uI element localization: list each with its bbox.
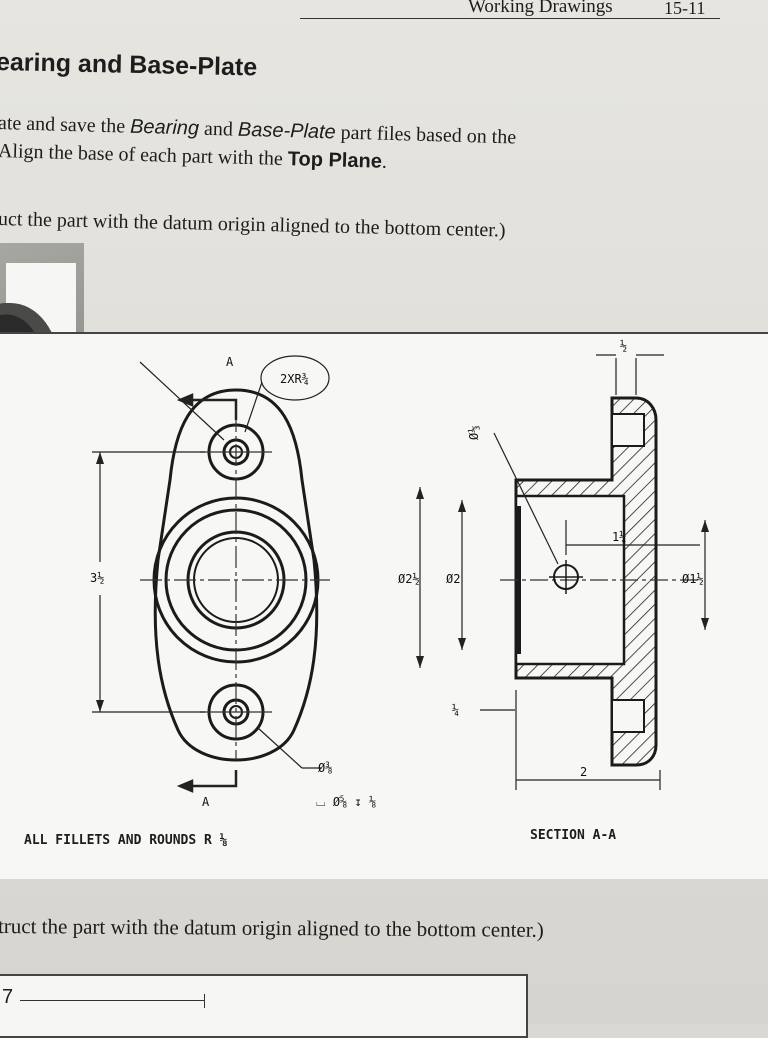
- section-mark-top: A: [226, 355, 234, 369]
- section-label: SECTION A-A: [530, 828, 617, 843]
- diameter-1-half: Ø1½: [682, 572, 704, 586]
- hole-radius-callout: 2XR¾: [280, 372, 309, 386]
- section-view: [500, 396, 700, 767]
- section-width-dim: 2: [580, 765, 587, 779]
- flange-thickness-dim: ½: [620, 339, 627, 353]
- next-drawing-box: [0, 974, 528, 1038]
- section-mark-bottom: A: [202, 795, 210, 809]
- header-rule: [300, 18, 720, 19]
- base-thickness-dim: ¼: [452, 703, 459, 717]
- counterbore-callout: ⌴ Ø⅝ ↧ ⅛: [316, 795, 376, 809]
- fillets-note: ALL FILLETS AND ROUNDS R ⅛: [24, 833, 228, 848]
- hole-offset-dim: 1¼: [612, 530, 626, 544]
- chapter-title: Working Drawings: [468, 0, 613, 17]
- centerlines: [140, 410, 330, 760]
- small-hole-diameter: Ø⅓: [467, 426, 481, 440]
- leaders: [139, 355, 330, 769]
- diameter-2-half: Ø2½: [398, 572, 420, 586]
- height-dimension: [92, 451, 205, 713]
- dimension-line: [20, 1000, 205, 1001]
- height-dimension-label: 3½: [90, 571, 104, 585]
- diameter-2: Ø2: [446, 572, 460, 586]
- page-number: 15-11: [664, 0, 706, 18]
- section-dimensions: [416, 354, 709, 790]
- dimension-tick: [204, 994, 205, 1008]
- instruction-line-4: truct the part with the datum origin ali…: [0, 914, 544, 942]
- cutting-plane: [176, 393, 238, 793]
- counterbore-diameter: Ø⅜: [318, 761, 332, 775]
- next-item-number: 7: [2, 986, 14, 1008]
